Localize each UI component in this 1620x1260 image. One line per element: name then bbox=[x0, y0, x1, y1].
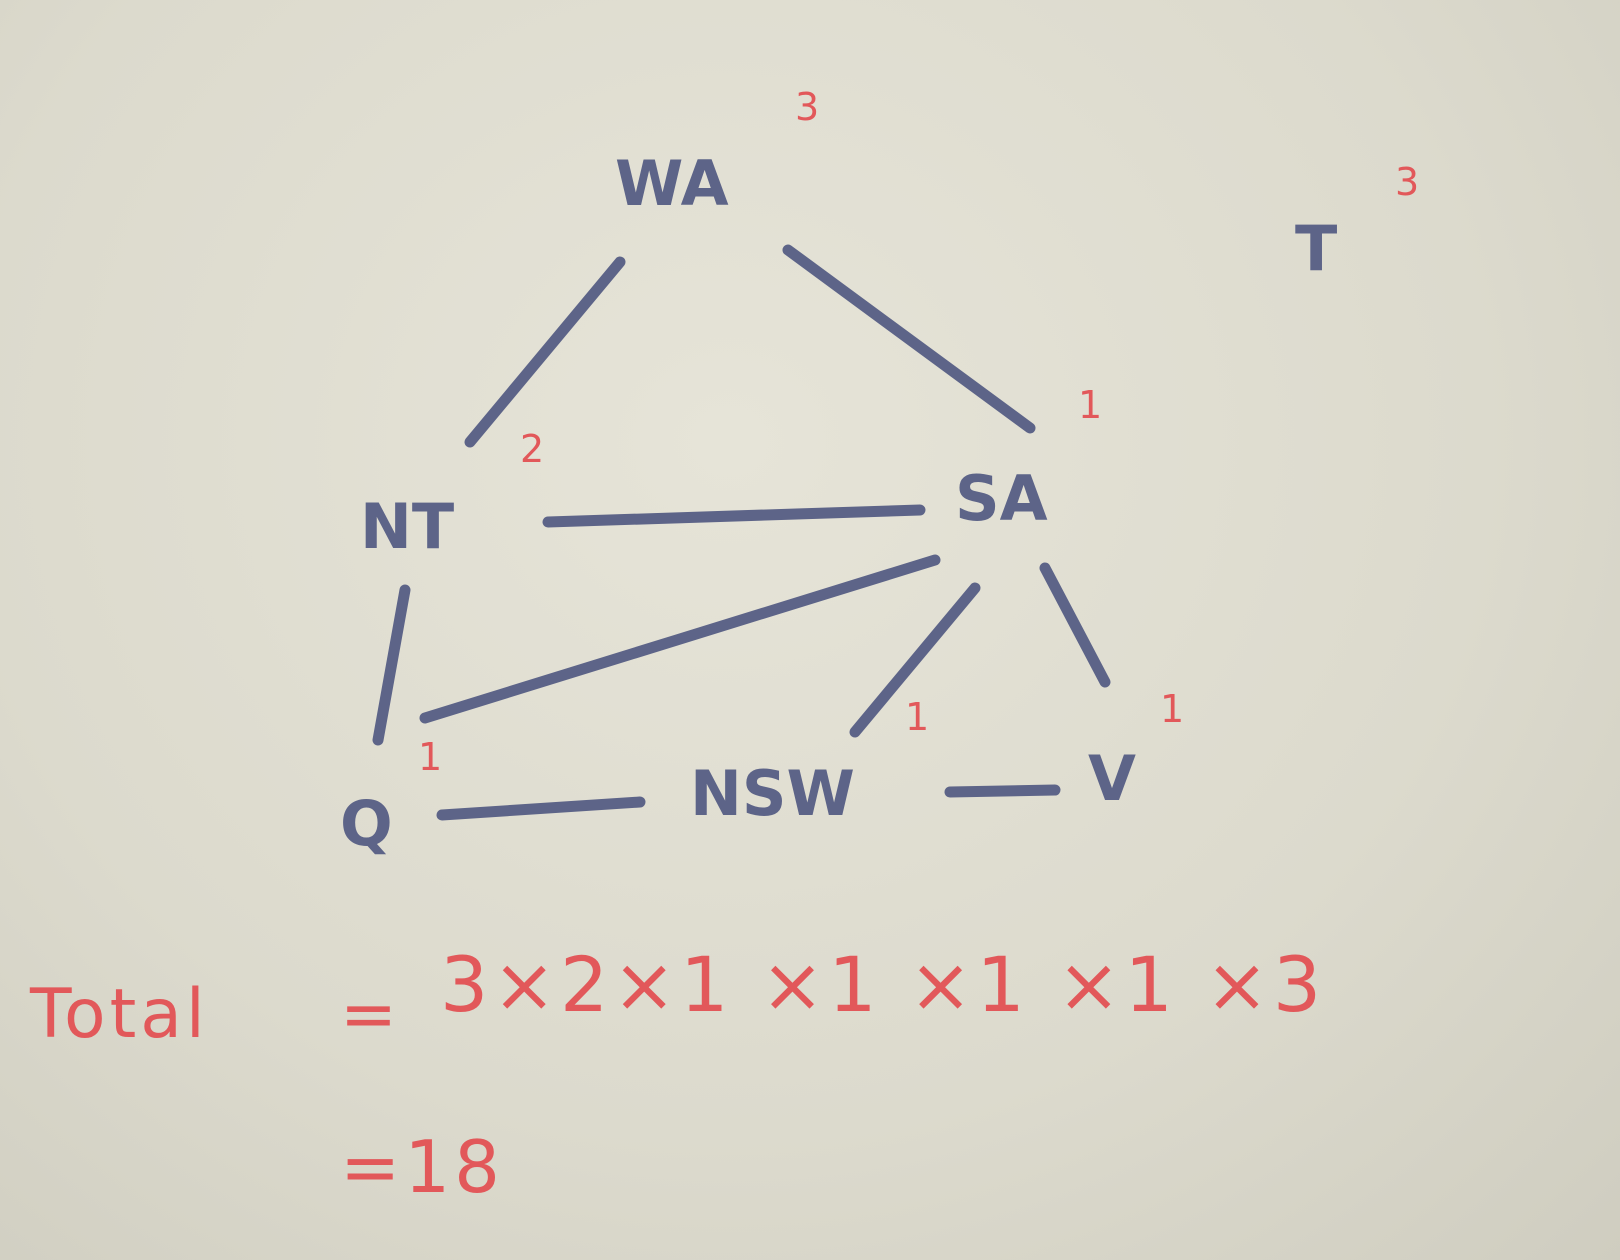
edge-q-nsw bbox=[436, 796, 646, 821]
edge-wa-sa bbox=[782, 244, 1036, 434]
edge-nt-sa bbox=[542, 504, 926, 528]
product-expression: 3×2×1 ×1 ×1 ×1 ×3 bbox=[440, 940, 1326, 1029]
count-v: 1 bbox=[1160, 687, 1184, 731]
equals-sign: = bbox=[340, 975, 401, 1054]
node-wa: WA bbox=[615, 147, 729, 220]
node-q: Q bbox=[340, 787, 393, 860]
node-nt: NT bbox=[360, 490, 454, 563]
total-result: =18 bbox=[340, 1125, 504, 1209]
count-sa: 1 bbox=[1078, 383, 1102, 427]
total-label: Total bbox=[30, 975, 209, 1054]
edge-sa-nsw bbox=[849, 582, 981, 738]
count-nt: 2 bbox=[520, 427, 544, 471]
node-t: T bbox=[1295, 212, 1337, 285]
edge-sa-q bbox=[419, 554, 941, 724]
node-nsw: NSW bbox=[690, 757, 855, 830]
edge-wa-nt bbox=[464, 256, 626, 448]
count-wa: 3 bbox=[795, 85, 819, 129]
edge-nsw-v bbox=[944, 784, 1061, 798]
count-q: 1 bbox=[418, 735, 442, 779]
edge-nt-q bbox=[372, 584, 411, 746]
edge-sa-v bbox=[1039, 562, 1111, 688]
count-nsw: 1 bbox=[905, 695, 929, 739]
node-v: V bbox=[1088, 742, 1136, 815]
count-t: 3 bbox=[1395, 160, 1419, 204]
node-sa: SA bbox=[955, 462, 1048, 535]
